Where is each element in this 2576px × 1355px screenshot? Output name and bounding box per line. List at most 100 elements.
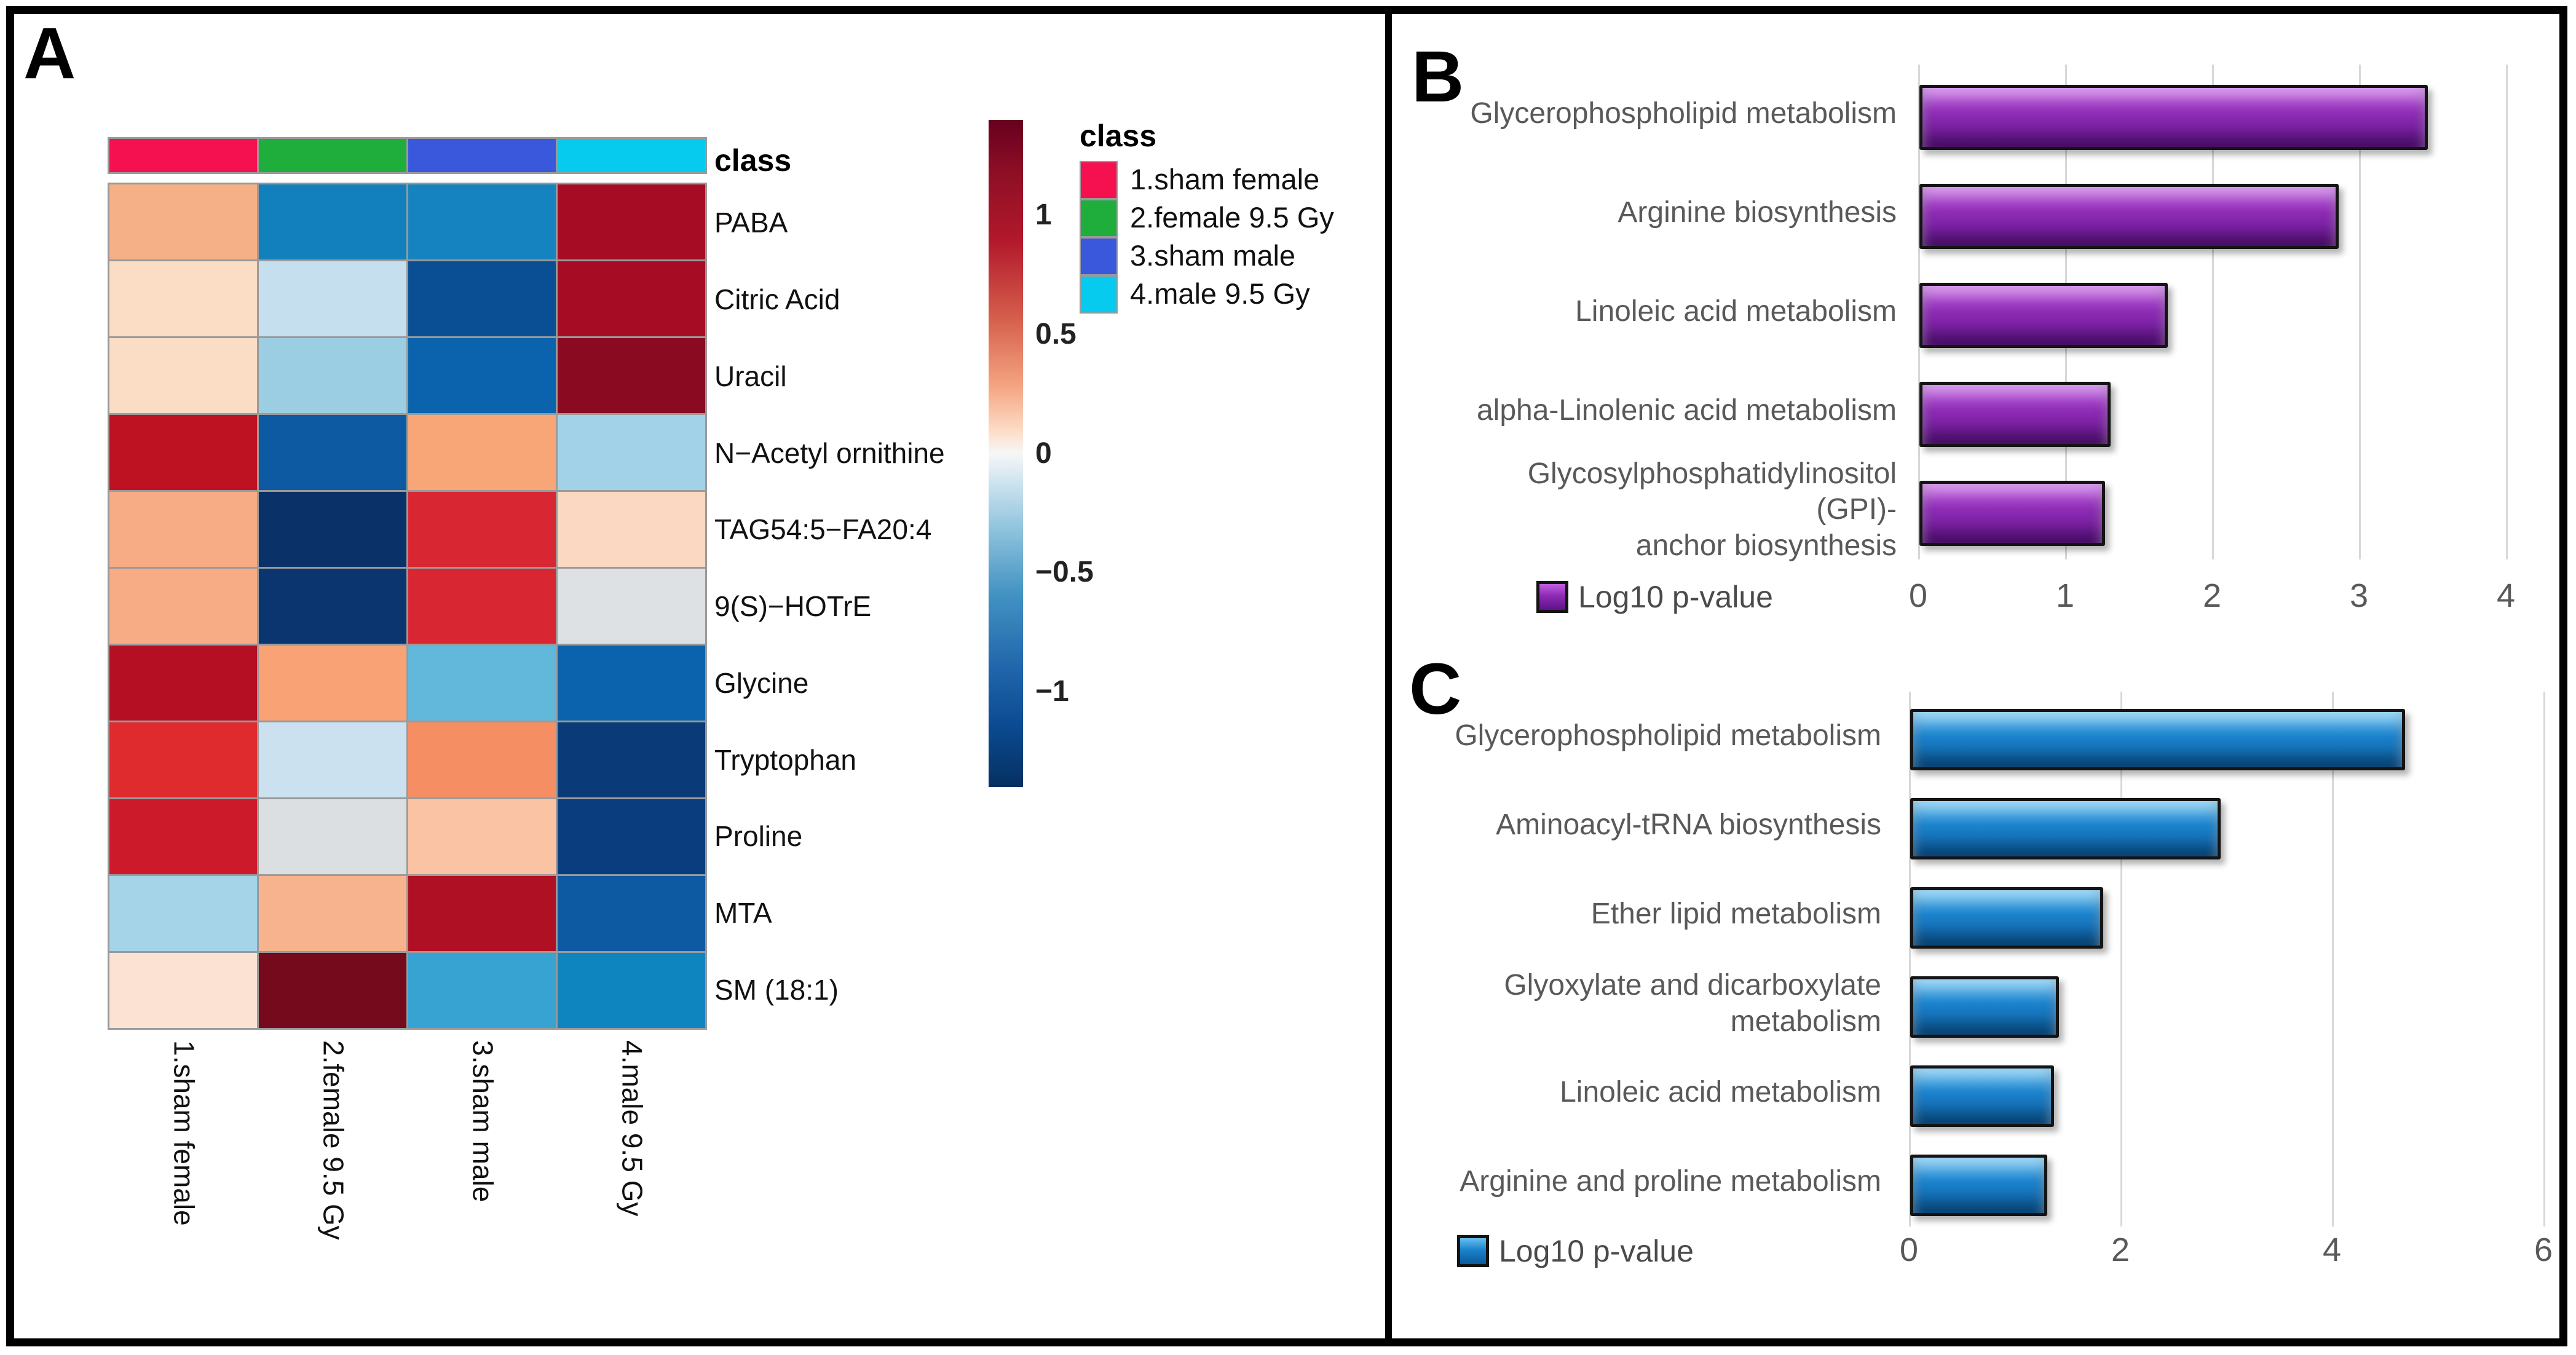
heatmap-cell <box>408 338 556 413</box>
class-legend-title: class <box>1080 119 1157 153</box>
heatmap-cell <box>558 569 705 644</box>
heatmap-cell <box>259 338 406 413</box>
colorbar-tick-label: −0.5 <box>1035 556 1094 588</box>
panel-c-legend-label: Log10 p-value <box>1499 1234 1694 1268</box>
heatmap-cell <box>259 415 406 490</box>
chart-gridline <box>2120 692 2122 1227</box>
bar-category-label: Linoleic acid metabolism <box>1575 295 1897 328</box>
panel-divider-line <box>1385 14 1392 1341</box>
figure-outer-border <box>6 6 2567 1346</box>
heatmap-column-label-text: 2.female 9.5 Gy <box>317 1040 350 1240</box>
class-annotation-swatch <box>558 139 705 172</box>
heatmap-cell <box>408 646 556 721</box>
heatmap-row-label: SM (18:1) <box>714 973 839 1006</box>
heatmap-column-label: 4.male 9.5 Gy <box>558 1040 707 1298</box>
class-legend-swatch <box>1080 199 1118 237</box>
heatmap-cell <box>109 261 257 336</box>
class-legend-label: 4.male 9.5 Gy <box>1130 277 1310 310</box>
heatmap-row-label: Tryptophan <box>714 743 856 776</box>
heatmap-class-annotation-bar <box>108 137 707 174</box>
data-bar <box>1919 283 2168 348</box>
panel-b-label: B <box>1412 36 1464 117</box>
heatmap-colorbar <box>989 120 1023 787</box>
heatmap-column-labels: 1.sham female 2.female 9.5 Gy 3.sham male 4… <box>109 1040 707 1298</box>
heatmap-cell <box>109 722 257 797</box>
chart-gridline <box>2506 65 2508 559</box>
data-bar <box>1910 709 2405 770</box>
data-bar <box>1910 887 2103 949</box>
bar-category-label: Glycerophospholipid metabolism <box>1455 719 1881 753</box>
class-legend-label: 1.sham female <box>1130 163 1320 196</box>
heatmap-cell <box>558 876 705 951</box>
heatmap-cell <box>408 799 556 874</box>
heatmap-cell <box>109 953 257 1028</box>
panel-b-legend: Log10 p-value <box>1536 579 1773 615</box>
class-legend-label: 2.female 9.5 Gy <box>1130 201 1334 234</box>
heatmap-cell <box>259 646 406 721</box>
chart-gridline <box>2359 65 2361 559</box>
data-bar <box>1910 1065 2054 1127</box>
heatmap-cell <box>109 415 257 490</box>
heatmap-class-annotation-title: class <box>714 143 792 178</box>
chart-gridline <box>2212 65 2214 559</box>
data-bar <box>1910 1155 2047 1216</box>
heatmap-column-label-text: 4.male 9.5 Gy <box>616 1040 649 1217</box>
bar-category-label: Glyoxylate and dicarboxylate metabolism <box>1504 968 1881 1038</box>
heatmap-row-label: PABA <box>714 207 788 239</box>
colorbar-tick-label: −1 <box>1035 675 1069 708</box>
bar-category-label: Glycerophospholipid metabolism <box>1470 97 1897 130</box>
heatmap-column-label: 1.sham female <box>109 1040 259 1298</box>
x-axis-tick-label: 0 <box>1908 577 1928 614</box>
colorbar-tick-label: 1 <box>1035 199 1052 231</box>
heatmap-column-label: 2.female 9.5 Gy <box>259 1040 408 1298</box>
heatmap-cell <box>408 415 556 490</box>
bar-category-label: Aminoacyl-tRNA biosynthesis <box>1496 808 1881 842</box>
panel-c-legend-swatch <box>1457 1235 1489 1267</box>
heatmap-row-label: Glycine <box>714 666 809 699</box>
chart-gridline <box>2332 692 2334 1227</box>
heatmap-cell <box>408 492 556 567</box>
heatmap-cell <box>558 799 705 874</box>
heatmap-cell <box>558 953 705 1028</box>
heatmap-cell <box>259 799 406 874</box>
heatmap-cell <box>558 261 705 336</box>
class-annotation-swatch <box>109 139 257 172</box>
heatmap-row-label: Proline <box>714 820 803 853</box>
bar-category-label: Arginine biosynthesis <box>1618 196 1897 229</box>
heatmap-cell <box>408 876 556 951</box>
class-annotation-swatch <box>408 139 556 172</box>
heatmap-cell <box>109 492 257 567</box>
heatmap-cell <box>408 569 556 644</box>
heatmap-cell <box>408 722 556 797</box>
heatmap-cell <box>408 953 556 1028</box>
x-axis-tick-label: 6 <box>2534 1231 2553 1268</box>
panel-a-label: A <box>23 13 76 94</box>
heatmap-cell <box>259 569 406 644</box>
panel-b-legend-label: Log10 p-value <box>1578 580 1773 614</box>
chart-gridline <box>1909 692 1911 1227</box>
bar-category-label: Ether lipid metabolism <box>1590 898 1881 931</box>
class-legend-label: 3.sham male <box>1130 239 1296 272</box>
data-bar <box>1919 184 2339 249</box>
heatmap-grid <box>108 183 707 1030</box>
x-axis-tick-label: 2 <box>2111 1231 2130 1268</box>
class-annotation-swatch <box>259 139 406 172</box>
heatmap-column-label-text: 3.sham male <box>467 1040 499 1203</box>
data-bar <box>1919 481 2105 546</box>
heatmap-cell <box>109 338 257 413</box>
heatmap-row-label: N−Acetyl ornithine <box>714 437 945 469</box>
heatmap-cell <box>558 722 705 797</box>
bar-category-label: alpha-Linolenic acid metabolism <box>1476 394 1897 427</box>
chart-gridline <box>1918 65 1920 559</box>
heatmap-cell <box>408 184 556 259</box>
x-axis-tick-label: 0 <box>1899 1231 1919 1268</box>
data-bar <box>1910 976 2059 1038</box>
heatmap-row-label: Citric Acid <box>714 283 840 316</box>
heatmap-cell <box>558 646 705 721</box>
heatmap-cell <box>109 569 257 644</box>
heatmap-cell <box>109 799 257 874</box>
heatmap-cell <box>259 953 406 1028</box>
chart-gridline <box>2543 692 2545 1227</box>
heatmap-column-label: 3.sham male <box>408 1040 558 1298</box>
